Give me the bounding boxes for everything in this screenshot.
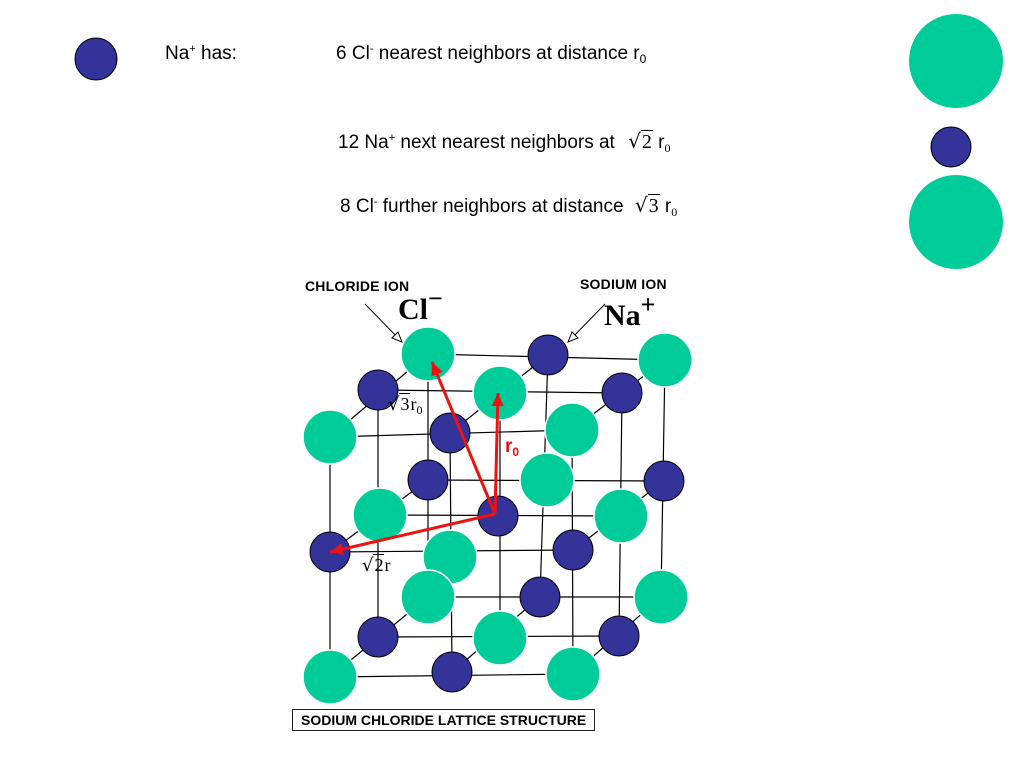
sodium-decor-middle-icon <box>930 126 972 168</box>
chloride-atom <box>519 452 575 508</box>
chloride-atom <box>472 365 528 421</box>
neighbor-line-1: 6 Cl- nearest neighbors at distance r0 <box>336 43 647 66</box>
chloride-ion-label: CHLORIDE ION <box>305 278 410 294</box>
chloride-atom <box>302 409 358 465</box>
sodium-atom <box>357 369 399 411</box>
chloride-pointer-arrowhead <box>391 331 403 343</box>
decorative-ion-stack <box>909 14 1003 269</box>
header-ion-label: Na+ has: <box>165 43 237 64</box>
sodium-atom <box>407 459 449 501</box>
arrowhead <box>330 543 345 555</box>
sodium-atom <box>527 334 569 376</box>
arrowhead <box>431 362 443 377</box>
sodium-bullet-icon <box>74 37 118 81</box>
chloride-atom <box>545 646 601 702</box>
chloride-atom <box>633 569 689 625</box>
sodium-atom <box>477 495 519 537</box>
chloride-decor-bottom-icon <box>909 175 1003 269</box>
distance-arrows <box>329 361 504 555</box>
chloride-atom <box>593 488 649 544</box>
chloride-symbol: Cl− <box>398 284 443 327</box>
lattice-caption: SODIUM CHLORIDE LATTICE STRUCTURE <box>292 709 596 731</box>
lattice-atoms <box>302 326 693 705</box>
sqrt3-r0-arrow <box>430 361 497 515</box>
sqrt2-r0-arrow <box>329 512 496 554</box>
sqrt3-r0-label: √3r0 <box>388 393 423 417</box>
sodium-atom <box>643 460 685 502</box>
sodium-ion-label: SODIUM ION <box>580 276 667 292</box>
sodium-atom <box>429 412 471 454</box>
chloride-atom <box>472 610 528 666</box>
sodium-atom <box>357 616 399 658</box>
nacl-lattice-diagram <box>302 303 693 705</box>
chloride-atom <box>400 326 456 382</box>
chloride-atom <box>400 569 456 625</box>
r0-arrow <box>493 392 500 515</box>
sodium-atom <box>601 372 643 414</box>
neighbor-line-2: 12 Na+ next nearest neighbors at √2 r0 <box>338 129 671 155</box>
arrowhead <box>491 393 504 407</box>
chloride-atom <box>544 402 600 458</box>
sodium-atom <box>431 651 473 693</box>
sodium-atom <box>552 529 594 571</box>
sodium-pointer-arrowhead <box>567 331 579 343</box>
chloride-atom <box>637 332 693 388</box>
neighbor-line-3: 8 Cl- further neighbors at distance √3 r… <box>340 193 678 219</box>
sodium-symbol: Na+ <box>604 290 656 333</box>
chloride-decor-top-icon <box>909 14 1003 108</box>
r0-arrow-label: r0 <box>505 436 520 459</box>
sodium-atom <box>598 615 640 657</box>
chloride-atom <box>302 649 358 705</box>
sqrt2-r0-label: √2r <box>362 554 391 576</box>
sodium-atom <box>519 576 561 618</box>
chloride-atom <box>352 487 408 543</box>
